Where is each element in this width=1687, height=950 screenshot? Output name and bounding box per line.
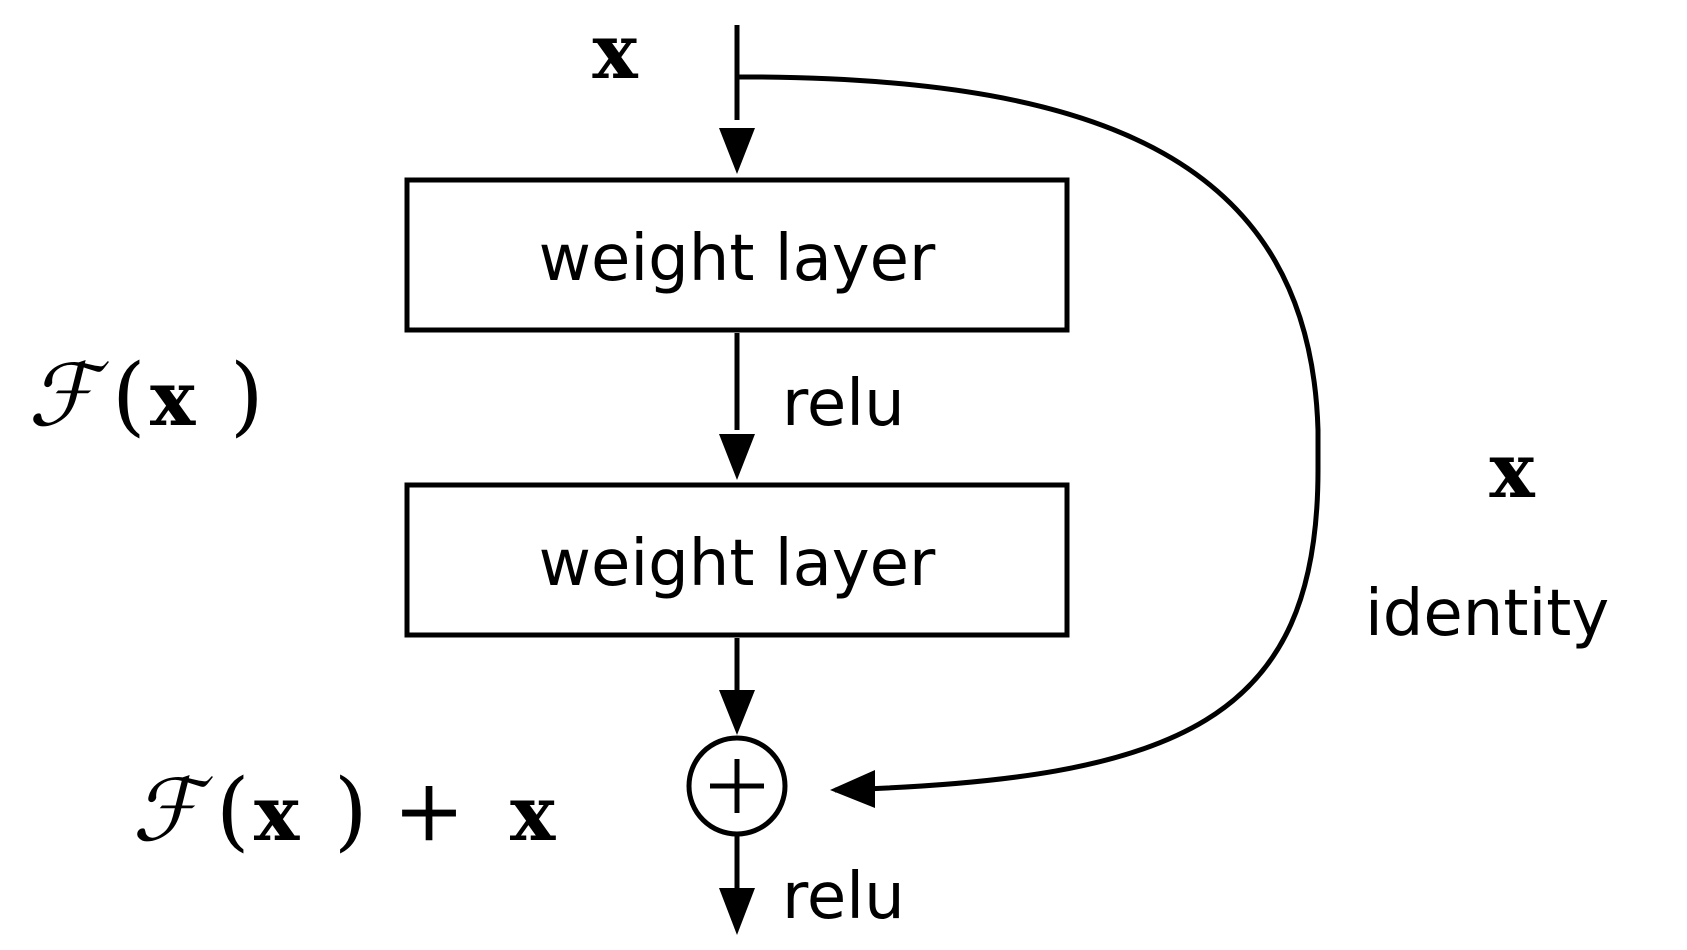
sum-script-f: ℱ: [132, 761, 213, 861]
sum-open-paren: (: [216, 761, 250, 861]
shortcut-x-label: x: [1489, 426, 1535, 515]
identity-shortcut-arrow: [830, 770, 875, 808]
weight-layer-2: [404, 482, 1070, 638]
sum-output-label: ℱ ( x ) + x: [132, 761, 556, 861]
identity-label: identity: [1365, 577, 1609, 651]
relu-label-2: relu: [782, 860, 905, 934]
input-x-label: x: [592, 7, 638, 96]
sum-var-x: x: [254, 769, 300, 858]
arrow-into-layer-2: [719, 434, 755, 480]
residual-open-paren: (: [112, 346, 146, 446]
identity-shortcut-path: [737, 74, 1321, 793]
relu-label-1: relu: [782, 367, 905, 441]
residual-function-label: ℱ ( x ): [28, 346, 264, 446]
weight-layer-1: [404, 177, 1070, 333]
weight-layer-2-label: weight layer: [539, 527, 936, 601]
arrow-into-layer-1: [719, 128, 755, 174]
sum-var-x2: x: [510, 769, 556, 858]
arrow-into-sum: [719, 690, 755, 735]
output-arrow: [719, 888, 755, 935]
residual-close-paren: ): [230, 346, 264, 446]
sum-close-paren: ): [334, 761, 368, 861]
residual-script-f: ℱ: [28, 346, 109, 446]
sum-node: [686, 735, 788, 837]
weight-layer-1-label: weight layer: [539, 222, 936, 296]
residual-var-x: x: [150, 354, 196, 443]
sum-plus-sign: +: [393, 761, 465, 861]
